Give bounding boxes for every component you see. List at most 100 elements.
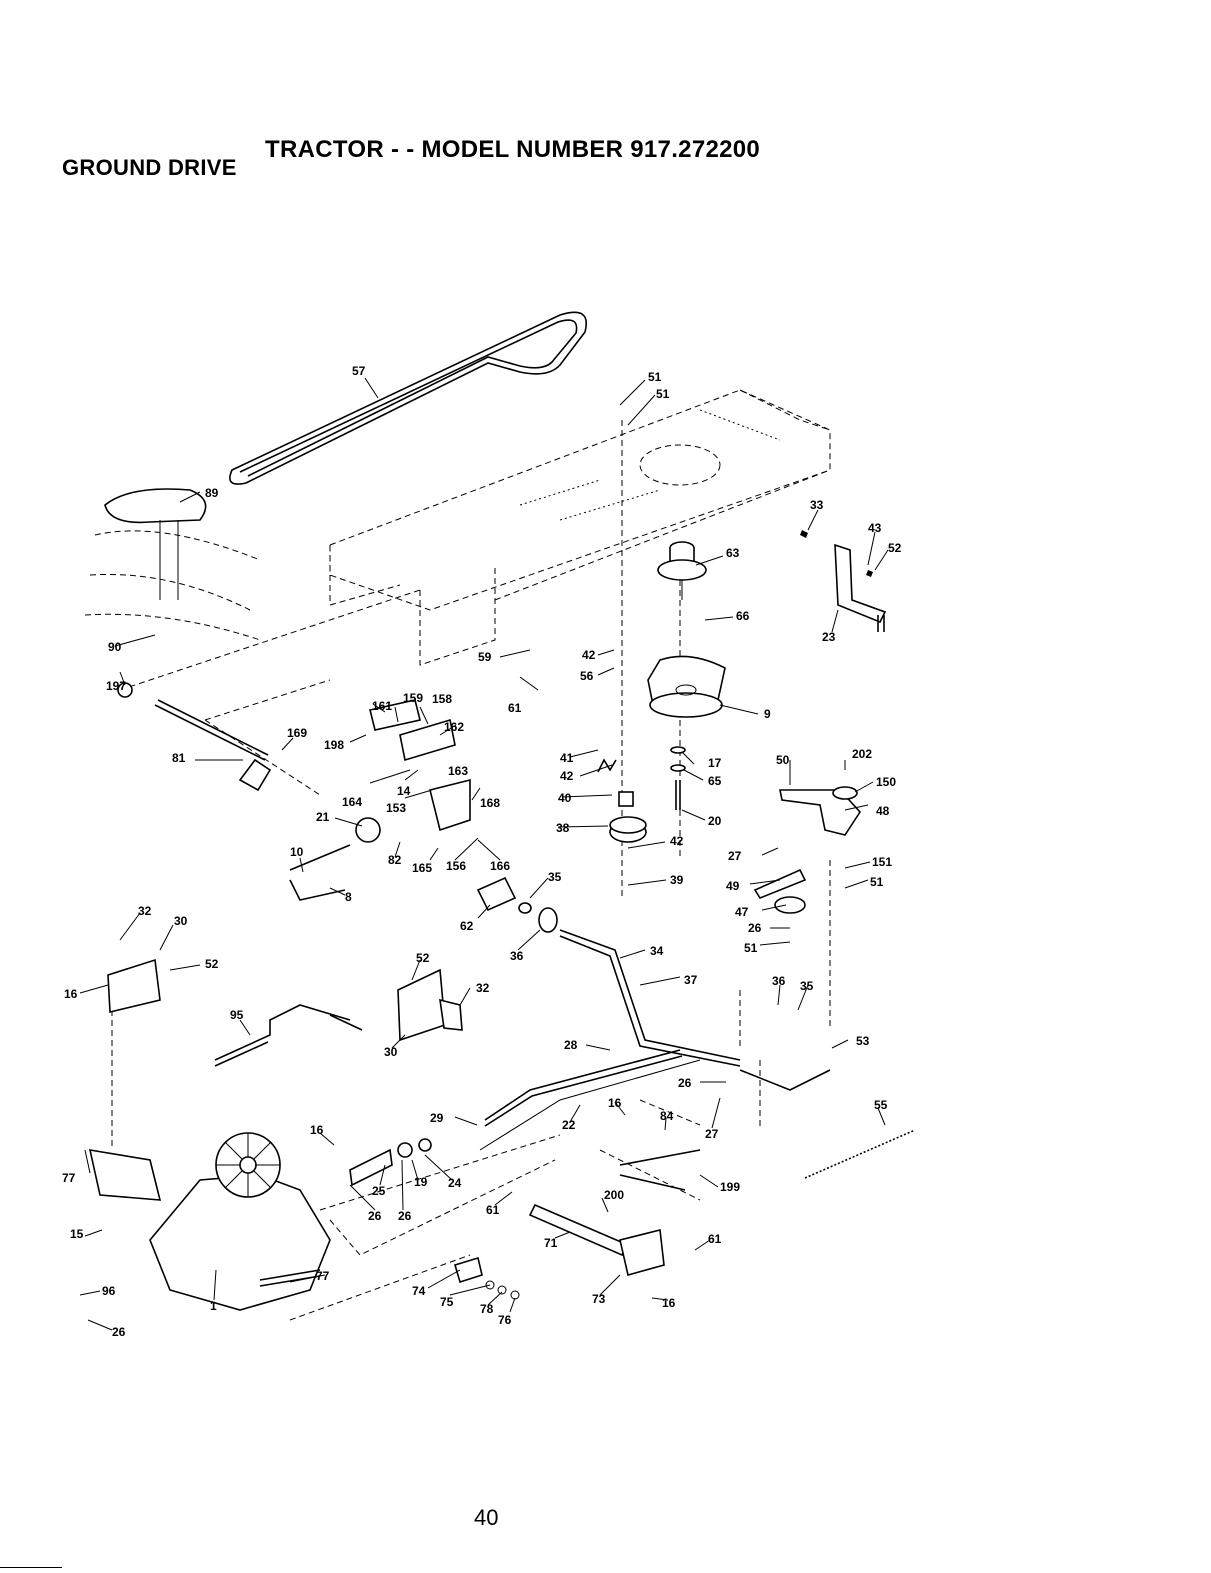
callout-42: 42: [582, 648, 596, 662]
leader-lines: [79, 377, 889, 1331]
callout-16: 16: [662, 1296, 676, 1310]
callout-36: 36: [772, 974, 786, 988]
callout-28: 28: [564, 1038, 578, 1052]
callout-75: 75: [440, 1295, 454, 1309]
callout-30: 30: [174, 914, 188, 928]
callout-90: 90: [108, 640, 122, 654]
callout-198: 198: [324, 738, 344, 752]
callout-14: 14: [397, 784, 411, 798]
callout-10: 10: [290, 845, 304, 859]
electric-clutch-assembly: [597, 541, 726, 843]
callout-55: 55: [874, 1098, 888, 1112]
callout-38: 38: [556, 821, 570, 835]
callout-35: 35: [800, 979, 814, 993]
drive-belt: [229, 311, 587, 485]
linkage-assembly: [289, 699, 471, 901]
callout-197: 197: [106, 679, 126, 693]
callout-166: 166: [490, 859, 510, 873]
callout-8: 8: [345, 890, 352, 904]
callout-77: 77: [62, 1171, 76, 1185]
callout-26: 26: [748, 921, 762, 935]
callout-164: 164: [342, 795, 362, 809]
callout-42: 42: [560, 769, 574, 783]
callout-163: 163: [448, 764, 468, 778]
spring-55: [804, 1129, 916, 1179]
callout-19: 19: [414, 1175, 428, 1189]
callout-35: 35: [548, 870, 562, 884]
callout-159: 159: [403, 691, 423, 705]
callout-151: 151: [872, 855, 892, 869]
callout-51: 51: [870, 875, 884, 889]
callout-95: 95: [230, 1008, 244, 1022]
shift-rod: [117, 682, 272, 792]
callout-51: 51: [656, 387, 670, 401]
callout-169: 169: [287, 726, 307, 740]
callout-96: 96: [102, 1284, 116, 1298]
callout-25: 25: [372, 1184, 386, 1198]
callout-153: 153: [386, 801, 406, 815]
callout-48: 48: [876, 804, 890, 818]
callout-36: 36: [510, 949, 524, 963]
callout-199: 199: [720, 1180, 740, 1194]
callout-32: 32: [476, 981, 490, 995]
callout-89: 89: [205, 486, 219, 500]
callout-26: 26: [368, 1209, 382, 1223]
callout-34: 34: [650, 944, 664, 958]
callout-27: 27: [728, 849, 742, 863]
callout-168: 168: [480, 796, 500, 810]
callout-labels: 57 51 51 89 33 43 52 63 66 23 90 59 42 5…: [62, 364, 902, 1339]
mounting-plates: [107, 958, 463, 1042]
callout-40: 40: [558, 791, 572, 805]
guide-line: [111, 420, 831, 1150]
callout-59: 59: [478, 650, 492, 664]
callout-33: 33: [810, 498, 824, 512]
callout-165: 165: [412, 861, 432, 875]
callout-66: 66: [736, 609, 750, 623]
callout-161: 161: [372, 699, 392, 713]
callout-43: 43: [868, 521, 882, 535]
callout-200: 200: [604, 1188, 624, 1202]
assembly-guide: [289, 1099, 701, 1321]
callout-73: 73: [592, 1292, 606, 1306]
callout-52: 52: [205, 957, 219, 971]
callout-41: 41: [560, 751, 574, 765]
fender-bracket: [104, 488, 207, 600]
section-title: GROUND DRIVE: [62, 155, 237, 180]
callout-39: 39: [670, 873, 684, 887]
callout-9: 9: [764, 707, 771, 721]
callout-16: 16: [64, 987, 78, 1001]
callout-50: 50: [776, 753, 790, 767]
callout-24: 24: [448, 1176, 462, 1190]
callout-62: 62: [460, 919, 474, 933]
callout-81: 81: [172, 751, 186, 765]
callout-71: 71: [544, 1236, 558, 1250]
bracket-23: [800, 530, 887, 632]
callout-42: 42: [670, 834, 684, 848]
callout-63: 63: [726, 546, 740, 560]
callout-56: 56: [580, 669, 594, 683]
callout-61: 61: [508, 701, 522, 715]
callout-22: 22: [562, 1118, 576, 1132]
lever-95: [214, 1004, 363, 1067]
callout-52: 52: [888, 541, 902, 555]
callout-82: 82: [388, 853, 402, 867]
callout-162: 162: [444, 720, 464, 734]
callout-61: 61: [486, 1203, 500, 1217]
callout-23: 23: [822, 630, 836, 644]
callout-76: 76: [498, 1313, 512, 1327]
brake-rods: [479, 1049, 701, 1151]
page-edge-mark: [0, 1567, 62, 1568]
callout-16: 16: [608, 1096, 622, 1110]
callout-74: 74: [412, 1284, 426, 1298]
callout-65: 65: [708, 774, 722, 788]
callout-32: 32: [138, 904, 152, 918]
callout-16: 16: [310, 1123, 324, 1137]
callout-30: 30: [384, 1045, 398, 1059]
callout-26: 26: [112, 1325, 126, 1339]
callout-51: 51: [648, 370, 662, 384]
callout-37: 37: [684, 973, 698, 987]
callout-84: 84: [660, 1109, 674, 1123]
callout-26: 26: [398, 1209, 412, 1223]
